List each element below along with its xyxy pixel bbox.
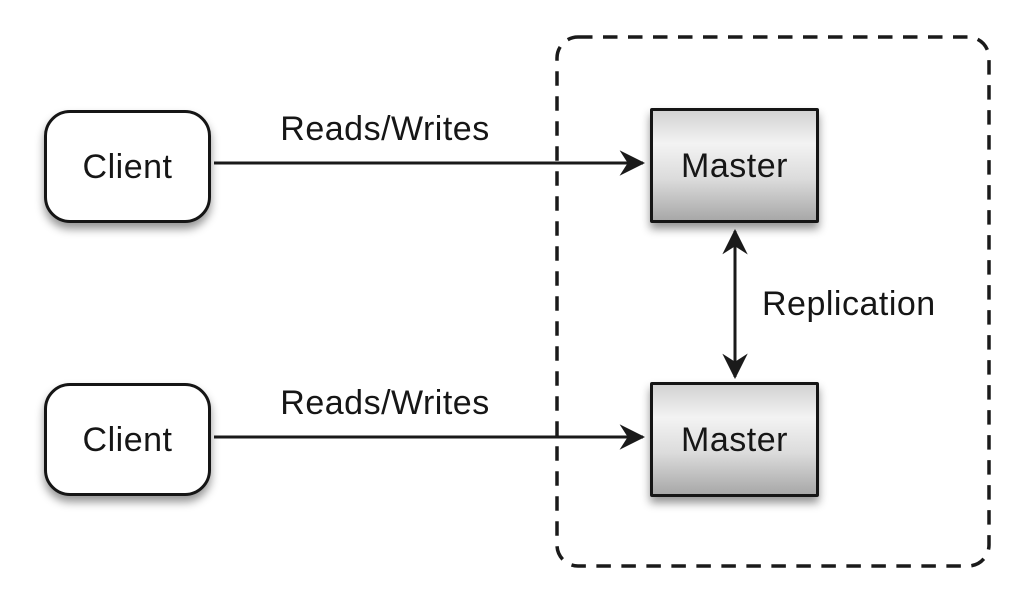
edge-label-replication: Replication <box>762 285 936 323</box>
edge-label-reads-writes-bottom: Reads/Writes <box>280 384 490 422</box>
node-client-top: Client <box>44 110 211 223</box>
replication-cluster-boundary <box>555 35 991 568</box>
node-client-bottom-label: Client <box>82 420 173 459</box>
node-client-bottom: Client <box>44 383 211 496</box>
node-client-top-label: Client <box>82 147 173 186</box>
node-master-bottom-label: Master <box>681 420 788 459</box>
edge-label-reads-writes-top: Reads/Writes <box>280 110 490 148</box>
node-master-bottom: Master <box>650 382 819 497</box>
node-master-top: Master <box>650 108 819 223</box>
node-master-top-label: Master <box>681 146 788 185</box>
